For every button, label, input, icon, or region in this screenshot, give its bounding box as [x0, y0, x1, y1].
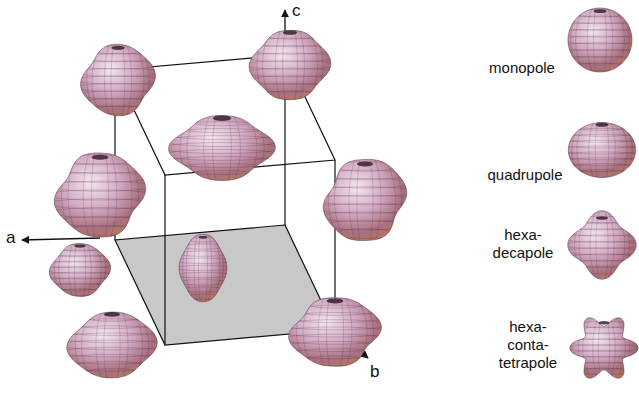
charge-density-blob [313, 148, 417, 252]
legend-label: monopole [482, 59, 562, 77]
charge-density-blob [74, 34, 162, 127]
charge-density-blob [559, 114, 639, 187]
axis-label: b [370, 362, 379, 382]
charge-density-blob [45, 140, 154, 249]
charge-density-blob [174, 224, 231, 313]
axis-arrow [22, 238, 100, 240]
charge-density-blob [44, 235, 117, 304]
charge-density-blob [563, 206, 639, 284]
legend-label: hexa- conta- tetrapole [488, 318, 568, 372]
axis-label: a [6, 228, 15, 248]
charge-density-blob [162, 105, 282, 191]
charge-density-blob [243, 18, 337, 112]
charge-density-blob [558, 0, 639, 82]
axis-label: c [292, 1, 301, 21]
charge-density-blob [60, 301, 164, 389]
cell-edge [164, 175, 165, 345]
charge-density-blob [568, 312, 639, 385]
legend-label: quadrupole [485, 166, 565, 184]
legend-label: hexa- decapole [483, 226, 563, 262]
